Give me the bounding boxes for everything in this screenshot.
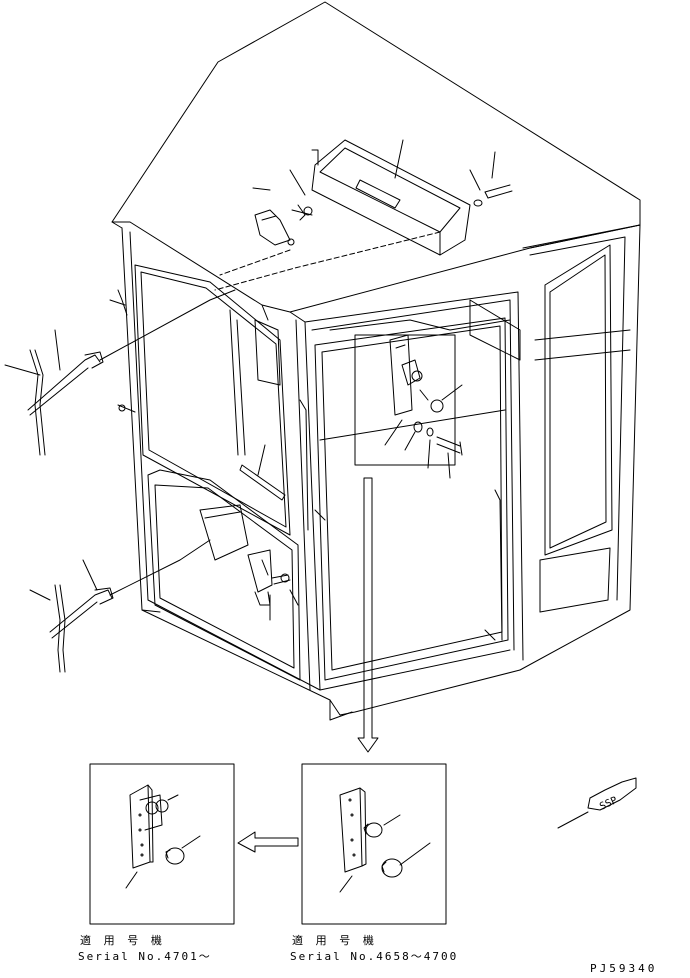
ssp-symbol-text: SSP — [598, 795, 619, 813]
door-window-lower — [147, 469, 301, 681]
handles — [109, 289, 503, 641]
wiper-upper — [27, 289, 236, 456]
side-window-right — [534, 244, 631, 613]
wiper-lower — [49, 539, 211, 673]
applicable-label-left: 適 用 号 機 — [80, 934, 165, 947]
arrow-down — [357, 477, 379, 753]
detail-box-left — [89, 763, 235, 925]
arrow-left — [237, 831, 299, 853]
roof-bolts — [473, 184, 513, 207]
applicable-label-right: 適 用 号 機 — [292, 934, 377, 947]
ssp-symbol-icon: SSP — [557, 777, 637, 829]
lower-motor-bracket — [199, 464, 291, 606]
detail-box-right — [301, 763, 447, 925]
drawing-code: PJ59340 — [590, 962, 658, 975]
cab-body — [121, 224, 641, 721]
cab-roof — [111, 1, 641, 321]
leader-lines — [4, 139, 496, 621]
roof-cover-box — [311, 139, 471, 256]
serial-left: Serial No.4701〜 — [78, 950, 212, 963]
front-window — [314, 317, 509, 681]
serial-right: Serial No.4658〜4700 — [290, 950, 459, 963]
rear-frame — [229, 299, 521, 456]
roof-bracket — [254, 204, 313, 246]
dashed-guides — [214, 231, 441, 291]
door-window-upper — [134, 264, 291, 536]
detail-frame — [354, 334, 463, 466]
